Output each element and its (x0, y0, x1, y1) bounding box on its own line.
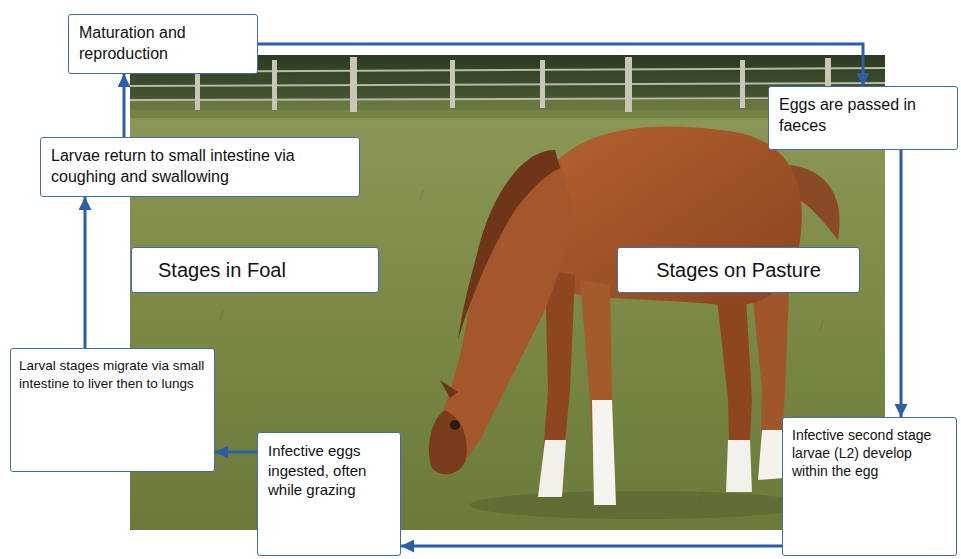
flow-arrow (900, 150, 903, 417)
box-text: Larval stages migrate via small intestin… (19, 357, 206, 392)
flow-arrow (215, 451, 257, 454)
flow-arrow (401, 545, 782, 548)
process-box: Infective eggs ingested, often while gra… (257, 432, 401, 556)
process-box: Eggs are passed in faeces (768, 86, 958, 150)
box-text: Stages in Foal (158, 257, 368, 283)
process-box: Infective second stage larvae (L2) devel… (782, 417, 957, 556)
process-box: Larval stages migrate via small intestin… (10, 348, 215, 472)
box-text: Maturation and reproduction (79, 23, 247, 65)
box-text: Infective eggs ingested, often while gra… (268, 441, 390, 500)
box-text: Larvae return to small intestine via cou… (51, 146, 349, 188)
flow-arrow (84, 197, 87, 348)
box-text: Infective second stage larvae (L2) devel… (792, 426, 947, 481)
flow-arrow (123, 74, 126, 137)
stage-heading-box: Stages on Pasture (617, 247, 860, 293)
process-box: Maturation and reproduction (68, 14, 258, 74)
box-text: Eggs are passed in faeces (779, 95, 947, 137)
flow-arrow (258, 44, 863, 86)
process-box: Larvae return to small intestine via cou… (40, 137, 360, 197)
stage-heading-box: Stages in Foal (131, 247, 379, 293)
box-text: Stages on Pasture (628, 257, 849, 283)
